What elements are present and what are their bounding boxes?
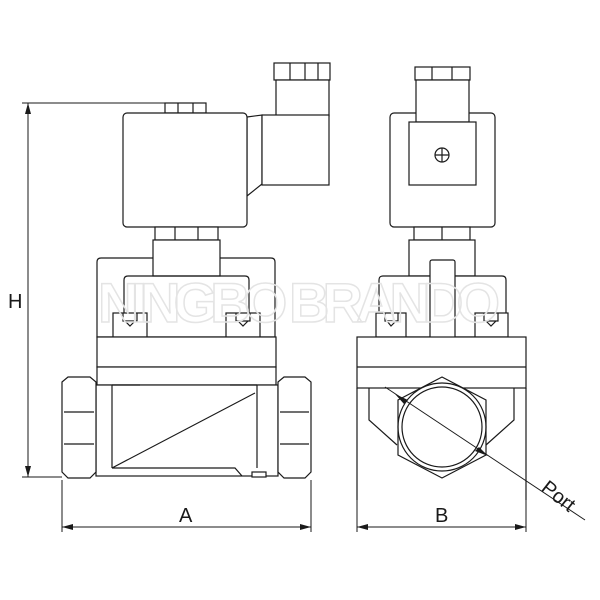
coil-nut bbox=[164, 102, 207, 114]
connector-joint bbox=[246, 114, 263, 198]
width-label: B bbox=[435, 505, 448, 527]
connector-neck bbox=[275, 79, 330, 117]
stem-nut bbox=[154, 226, 219, 241]
height-label: H bbox=[8, 291, 22, 313]
flange bbox=[96, 336, 277, 368]
port-hex bbox=[397, 376, 487, 479]
inlet-hex bbox=[61, 376, 97, 479]
dimensions: H A B bbox=[8, 102, 527, 532]
port-bore bbox=[401, 386, 483, 468]
bolt bbox=[375, 312, 407, 338]
connector-cap bbox=[273, 62, 331, 81]
connector-neck bbox=[415, 79, 470, 123]
port-label: Port bbox=[537, 477, 580, 517]
body-band bbox=[96, 366, 277, 386]
length-label: A bbox=[179, 505, 193, 527]
bolt bbox=[225, 312, 261, 338]
outlet-hex bbox=[277, 376, 312, 479]
connector-box bbox=[261, 114, 330, 186]
stem-tube bbox=[152, 239, 221, 277]
connector-cap bbox=[414, 66, 471, 81]
side-view bbox=[61, 62, 331, 479]
watermark: NINGBO BRANDO bbox=[98, 271, 498, 334]
bolt bbox=[112, 312, 148, 338]
coil bbox=[122, 112, 248, 228]
